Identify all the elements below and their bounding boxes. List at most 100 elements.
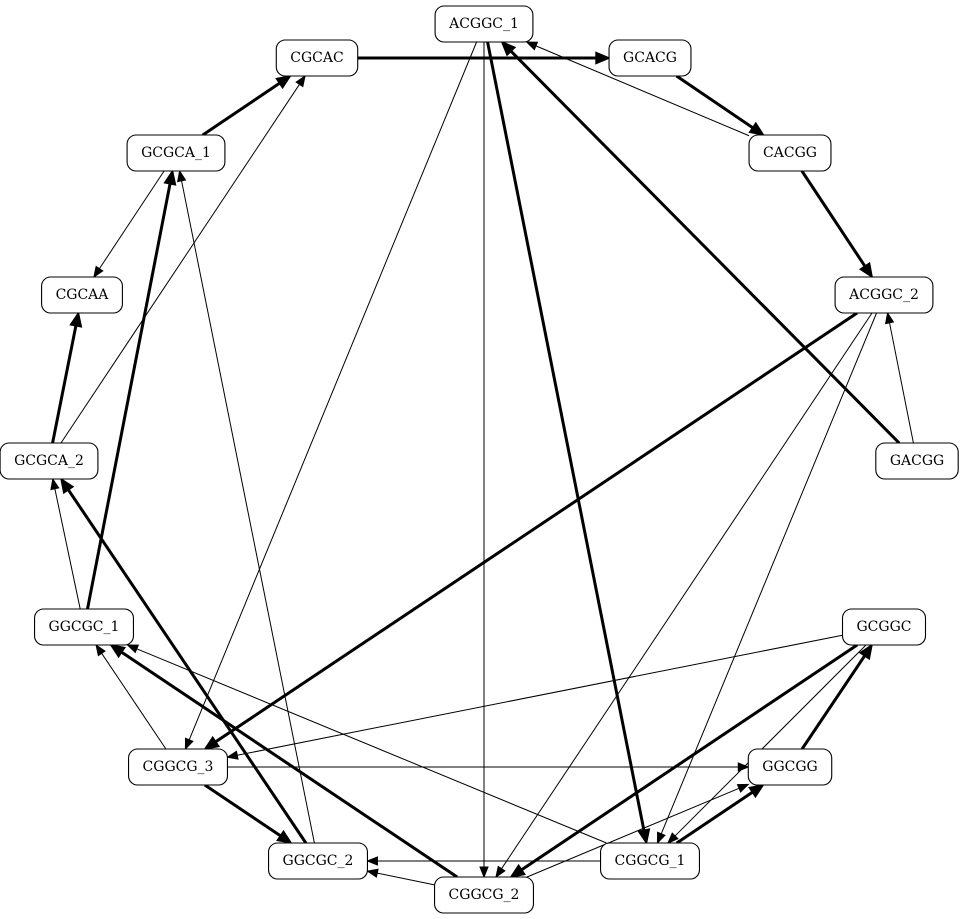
edge-GCGGC-to-CGGCG_2	[509, 643, 858, 879]
edge-GACGG-to-ACGGC_1	[500, 40, 901, 445]
node-box	[608, 39, 692, 77]
edge-line	[120, 650, 458, 879]
node-ACGGC_1[interactable]: ACGGC_1	[434, 5, 534, 43]
arrowhead-icon	[495, 865, 506, 879]
node-label: CACGG	[763, 145, 817, 161]
node-box	[0, 442, 99, 480]
arrowhead-icon	[226, 750, 239, 760]
node-box	[834, 276, 934, 314]
arrowhead-icon	[737, 762, 750, 772]
edge-CGGCG_3-to-GGCGG	[227, 762, 750, 772]
edge-line	[509, 50, 901, 445]
edge-CGGCG_2-to-GGCGC_2	[366, 868, 435, 886]
node-label: GGCGG	[762, 759, 817, 775]
node-CGCAA[interactable]: CGCAA	[41, 276, 123, 314]
edge-ACGGC_1-to-CGGCG_3	[184, 41, 478, 751]
edge-GCGGC-to-CGGCG_1	[667, 644, 867, 844]
node-CGGCG_2[interactable]: CGGCG_2	[434, 876, 534, 914]
arrowhead-icon	[177, 169, 187, 183]
arrowhead-icon	[275, 74, 292, 90]
edge-CGGCG_1-to-GGCGC_1	[126, 644, 607, 844]
node-GCGGC[interactable]: GCGGC	[841, 608, 927, 646]
edge-GACGG-to-ACGGC_2	[884, 311, 914, 444]
node-GGCGG[interactable]: GGCGG	[747, 748, 833, 786]
node-box	[747, 748, 833, 786]
node-box	[34, 608, 134, 646]
node-GCACG[interactable]: GCACG	[608, 39, 692, 77]
arrowhead-icon	[60, 477, 75, 495]
arrowhead-icon	[366, 856, 378, 866]
node-label: GGCGC_2	[283, 853, 354, 869]
edge-line	[181, 180, 315, 844]
node-box	[434, 5, 534, 43]
node-CGGCG_1[interactable]: CGGCG_1	[600, 842, 700, 880]
edge-line	[800, 654, 866, 750]
arrowhead-icon	[858, 643, 873, 661]
arrowhead-icon	[295, 74, 306, 88]
node-label: CGGCG_1	[615, 853, 686, 869]
arrowhead-icon	[109, 643, 126, 659]
node-CGCAC[interactable]: CGCAC	[275, 39, 359, 77]
node-GCGCA_2[interactable]: GCGCA_2	[0, 442, 99, 480]
edge-line	[237, 634, 843, 756]
arrowhead-icon	[525, 41, 539, 51]
node-GCGCA_1[interactable]: GCGCA_1	[126, 134, 226, 172]
node-label: CGCAA	[56, 287, 110, 303]
edge-line	[54, 488, 81, 610]
node-label: GGCGC_1	[49, 619, 120, 635]
arrowhead-icon	[203, 735, 221, 751]
edge-line	[889, 322, 914, 444]
node-box	[41, 276, 123, 314]
edge-CGGCG_2-to-GGCGG	[526, 783, 750, 878]
node-label: GCGCA_2	[14, 453, 84, 469]
edge-line	[201, 82, 281, 137]
arrowhead-icon	[500, 40, 517, 57]
edge-line	[67, 488, 308, 844]
edge-ACGGC_2-to-CGGCG_2	[495, 312, 873, 879]
node-box	[748, 134, 832, 172]
node-label: GCGGC	[857, 619, 912, 635]
node-label: GACGG	[890, 453, 944, 469]
edge-GGCGC_1-to-GCGCA_2	[50, 477, 81, 610]
node-box	[434, 876, 534, 914]
node-label: GCACG	[623, 50, 677, 66]
edge-line	[501, 312, 873, 869]
node-label: CGGCG_3	[143, 759, 214, 775]
edge-GCGCA_2-to-CGCAC	[60, 74, 306, 444]
node-box	[275, 39, 359, 77]
edge-line	[675, 74, 754, 129]
edge-line	[675, 791, 754, 845]
arrowhead-icon	[595, 51, 611, 65]
edge-CGGCG_1-to-GGCGC_2	[366, 856, 601, 866]
edge-line	[660, 312, 878, 834]
edge-line	[800, 170, 867, 267]
edge-line	[214, 311, 858, 744]
edge-ACGGC_2-to-CGGCG_1	[656, 312, 878, 845]
edge-GGCGG-to-GCGGC	[800, 643, 873, 750]
arrowhead-icon	[366, 868, 379, 878]
edge-CACGG-to-ACGGC_1	[525, 41, 750, 137]
node-GGCGC_2[interactable]: GGCGC_2	[268, 842, 368, 880]
edge-GGCGC_2-to-GCGCA_1	[177, 169, 315, 844]
node-ACGGC_2[interactable]: ACGGC_2	[834, 276, 934, 314]
edge-line	[526, 787, 740, 878]
node-CGGCG_3[interactable]: CGGCG_3	[128, 748, 228, 786]
node-GACGG[interactable]: GACGG	[875, 442, 959, 480]
arrowhead-icon	[163, 169, 177, 186]
edge-line	[86, 183, 172, 610]
edge-line	[99, 170, 165, 269]
arrowhead-icon	[748, 121, 766, 137]
node-label: ACGGC_2	[848, 287, 919, 303]
node-box	[600, 842, 700, 880]
node-GGCGC_1[interactable]: GGCGC_1	[34, 608, 134, 646]
node-label: ACGGC_1	[448, 16, 519, 32]
edge-line	[377, 872, 435, 886]
arrowhead-icon	[50, 477, 60, 491]
arrowhead-icon	[667, 832, 679, 844]
node-CACGG[interactable]: CACGG	[748, 134, 832, 172]
arrowhead-icon	[126, 644, 140, 654]
edge-CGCAC-to-GCACG	[357, 51, 611, 65]
node-label: CGGCG_2	[449, 887, 520, 903]
edge-CGGCG_3-to-GGCGC_1	[95, 643, 167, 750]
arrowhead-icon	[637, 828, 651, 845]
